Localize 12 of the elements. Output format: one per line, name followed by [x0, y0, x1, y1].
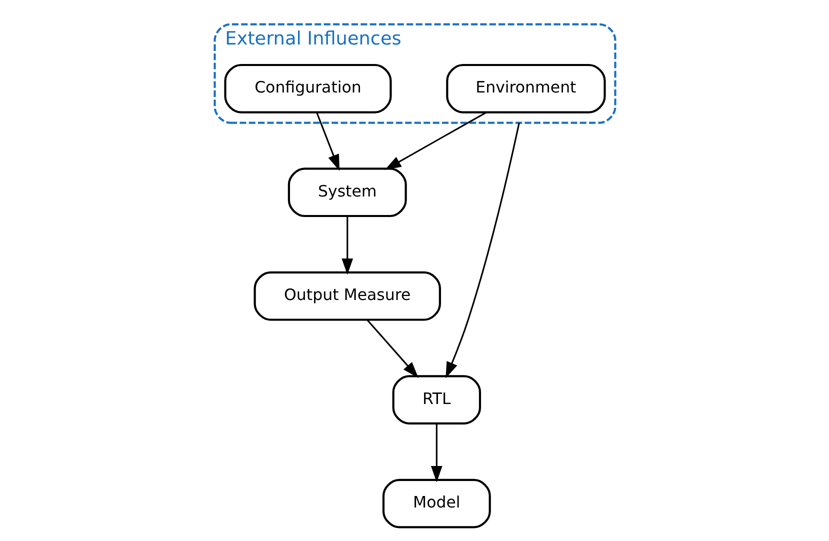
node-box: System [287, 168, 406, 218]
node-box: Output Measure [253, 271, 440, 321]
arrow [445, 122, 520, 378]
arrow [384, 112, 486, 170]
arrow [366, 319, 418, 378]
node-box: Model [382, 478, 490, 528]
arrow [430, 424, 442, 482]
node-box: Configuration [224, 64, 392, 114]
arrow [341, 216, 353, 275]
node-box: RTL [392, 375, 481, 425]
arrow [316, 112, 340, 171]
node-box: Environment [446, 64, 606, 114]
